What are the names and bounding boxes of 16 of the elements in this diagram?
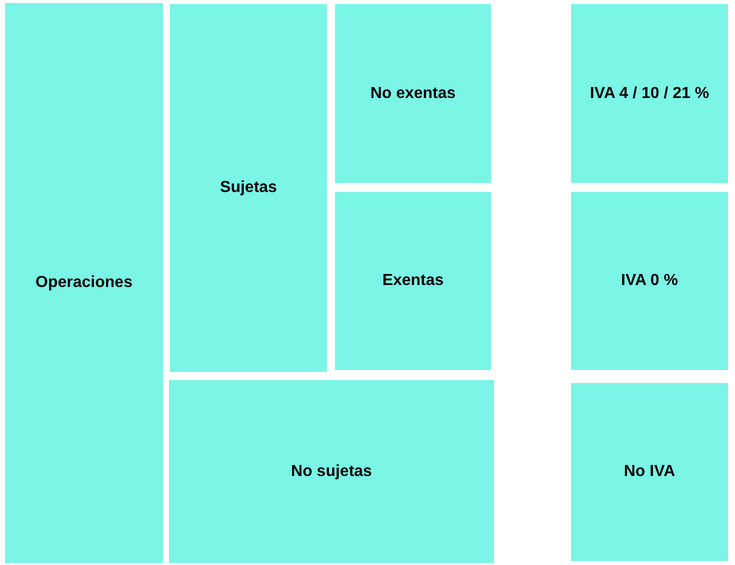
box-label: No sujetas: [291, 462, 372, 482]
box-label: Exentas: [382, 271, 444, 291]
box-label: IVA 4 / 10 / 21 %: [590, 84, 710, 104]
category-box: [169, 380, 494, 563]
category-box: [571, 383, 728, 561]
category-box: [571, 4, 728, 183]
box-label: Operaciones: [36, 273, 132, 293]
box-label: IVA 0 %: [621, 271, 678, 291]
category-box: [335, 4, 491, 183]
category-box: [335, 192, 491, 370]
category-box: [571, 192, 728, 370]
box-label: Sujetas: [220, 178, 277, 198]
box-label: No exentas: [370, 84, 456, 104]
category-box: [170, 4, 327, 372]
box-label: No IVA: [624, 462, 676, 482]
category-box: [5, 3, 163, 563]
